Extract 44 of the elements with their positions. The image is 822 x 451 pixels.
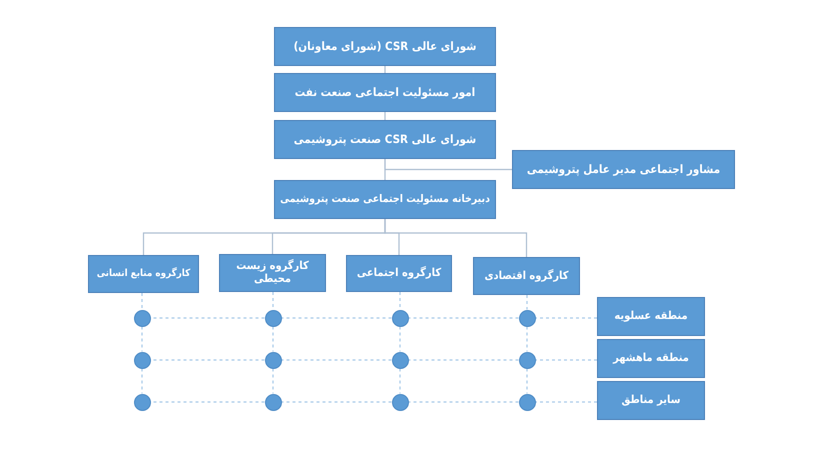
- region-name: منطقه عسلویه: [614, 310, 688, 323]
- advisor-box: [512, 150, 735, 189]
- org-unit-box: [274, 73, 496, 112]
- matrix-dot: [264, 352, 282, 368]
- dashed-connector: [526, 368, 528, 394]
- region-box: [597, 339, 705, 378]
- matrix-dot: [264, 310, 282, 326]
- region-box: [597, 381, 705, 420]
- matrix-dot: [392, 394, 408, 410]
- org-unit-box: [274, 120, 496, 159]
- region-box: [597, 297, 705, 336]
- org-unit-box: [274, 180, 496, 219]
- working-group-box: [219, 254, 326, 292]
- unit-name: مشاور اجتماعی مدیر عامل پتروشیمی: [526, 162, 720, 176]
- unit-name: امور مسئولیت اجتماعی صنعت نفت: [294, 86, 476, 100]
- working-group-name: کارگروه زیست محیطی: [235, 260, 310, 286]
- working-group-box: [88, 255, 199, 293]
- region-name: سایر مناطق: [622, 394, 680, 407]
- matrix-dot: [134, 394, 150, 410]
- matrix-dot: [392, 352, 408, 368]
- matrix-dot: [134, 310, 150, 326]
- unit-name: شورای عالی CSR (شورای معاونان): [294, 40, 476, 54]
- dashed-connector: [526, 326, 528, 352]
- matrix-dot: [392, 310, 408, 326]
- dashed-connector: [272, 368, 274, 394]
- matrix-dot: [518, 394, 536, 410]
- matrix-dot: [518, 352, 536, 368]
- dashed-connector: [272, 292, 274, 310]
- working-group-name: کارگروه اقتصادی: [484, 270, 569, 282]
- unit-name: دبیرخانه مسئولیت اجتماعی صنعت پتروشیمی: [280, 193, 490, 206]
- region-name: منطقه ماهشهر: [613, 352, 689, 365]
- connector-line: [384, 159, 386, 180]
- matrix-dot: [134, 352, 150, 368]
- connector-line: [142, 219, 386, 255]
- working-group-name: کارگروه منابع انسانی: [96, 268, 190, 280]
- working-group-box: [473, 257, 580, 295]
- dashed-connector: [272, 326, 274, 352]
- unit-name: شورای عالی CSR صنعت پتروشیمی: [294, 132, 476, 146]
- matrix-dot: [518, 310, 536, 326]
- working-group-name: کارگروه اجتماعی: [356, 267, 442, 280]
- matrix-dot: [264, 394, 282, 410]
- working-group-box: [346, 255, 452, 292]
- dashed-connector: [526, 294, 528, 310]
- org-unit-box: [274, 27, 496, 66]
